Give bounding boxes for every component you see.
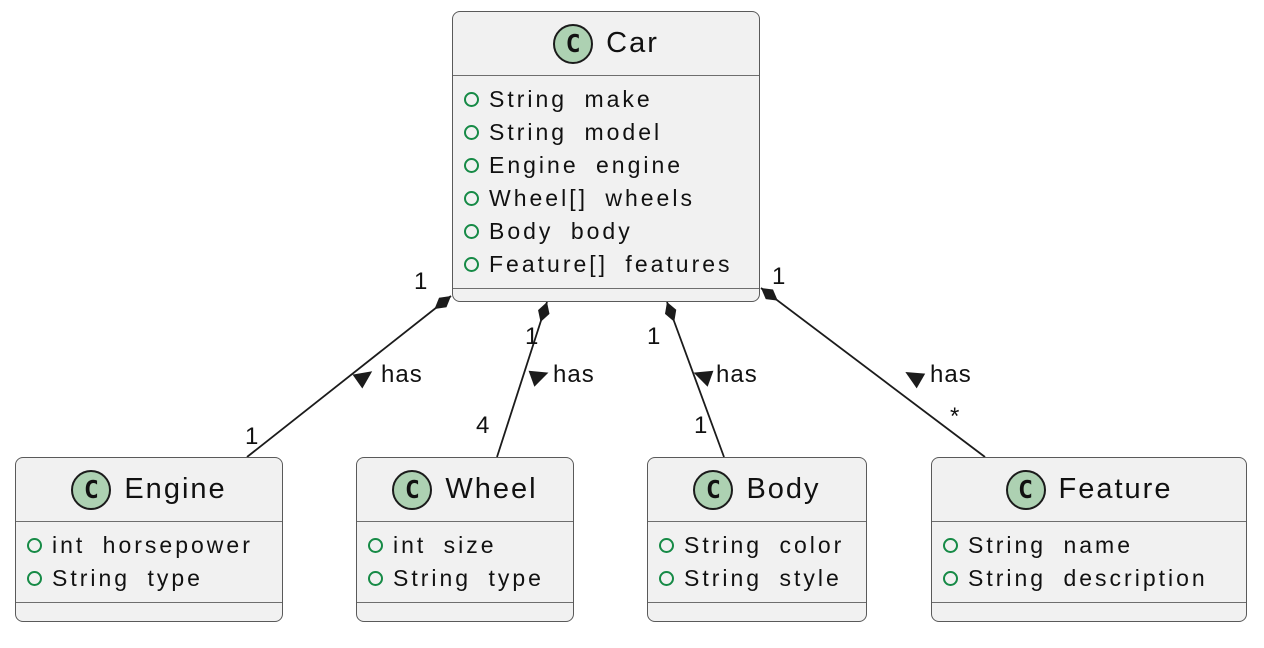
relation-line-car-wheel [496,301,548,458]
relation-line-car-engine [246,295,452,458]
attribute-row: int horsepower [16,529,282,562]
attribute-text: Wheel[] wheels [489,185,695,211]
attribute-row: Body body [453,215,759,248]
methods-compartment [357,602,573,621]
attribute-text: String type [393,565,544,591]
attribute-row: String make [453,83,759,116]
methods-compartment [648,602,866,621]
multiplicity-car-feature-source: 1 [772,263,787,290]
multiplicity-car-body-target: 1 [694,412,709,439]
field-visibility-icon [659,571,674,586]
class-stereotype-icon: C [1005,469,1046,510]
class-name: Car [606,27,659,59]
class-stereotype-icon: C [392,469,433,510]
multiplicity-car-wheel-target: 4 [476,412,491,439]
multiplicity-car-feature-target: * [950,403,961,430]
composition-diamond-icon [664,302,677,322]
field-visibility-icon [27,571,42,586]
multiplicity-car-engine-source: 1 [414,268,429,295]
class-header-feature: C Feature [932,458,1246,522]
direction-arrow-icon [693,370,714,387]
attribute-row: String name [932,529,1246,562]
relation-line-car-body [666,301,725,458]
field-visibility-icon [368,571,383,586]
attribute-text: String description [968,565,1208,591]
attribute-row: String style [648,562,866,595]
field-visibility-icon [464,92,479,107]
composition-diamond-icon [434,296,451,310]
attribute-row: String description [932,562,1246,595]
class-name: Wheel [445,473,538,505]
field-visibility-icon [659,538,674,553]
attribute-text: String name [968,532,1134,558]
attribute-text: String make [489,86,653,112]
attribute-row: String color [648,529,866,562]
field-visibility-icon [464,257,479,272]
attribute-text: String style [684,565,842,591]
relation-line-car-feature [760,287,986,458]
direction-arrow-icon [905,372,926,389]
methods-compartment [16,602,282,621]
class-stereotype-icon: C [693,469,734,510]
field-visibility-icon [368,538,383,553]
class-name: Body [746,473,821,505]
class-header-wheel: C Wheel [357,458,573,522]
field-visibility-icon [464,158,479,173]
class-name: Feature [1058,473,1173,505]
composition-diamond-icon [538,302,550,322]
field-visibility-icon [27,538,42,553]
attribute-row: String type [357,562,573,595]
attribute-text: Engine engine [489,152,684,178]
class-stereotype-icon: C [553,23,594,64]
attribute-text: int horsepower [52,532,253,558]
methods-compartment [932,602,1246,621]
composition-diamond-icon [761,288,778,301]
class-stereotype-icon: C [71,469,112,510]
relation-label-car-engine: has [381,361,423,388]
relation-label-car-body: has [716,361,758,388]
attribute-text: String type [52,565,203,591]
class-header-body: C Body [648,458,866,522]
class-header-engine: C Engine [16,458,282,522]
methods-compartment [453,288,759,301]
attribute-row: Wheel[] wheels [453,182,759,215]
attribute-row: String model [453,116,759,149]
multiplicity-car-wheel-source: 1 [525,323,540,350]
direction-arrow-icon [528,370,549,387]
attribute-text: String model [489,119,663,145]
attribute-row: Feature[] features [453,248,759,281]
attribute-row: int size [357,529,573,562]
field-visibility-icon [943,538,958,553]
attribute-text: Body body [489,218,633,244]
direction-arrow-icon [352,371,373,389]
class-name: Engine [124,473,227,505]
class-header-car: C Car [453,12,759,76]
field-visibility-icon [464,224,479,239]
field-visibility-icon [464,191,479,206]
attribute-text: int size [393,532,497,558]
relation-label-car-wheel: has [553,361,595,388]
field-visibility-icon [943,571,958,586]
attribute-text: String color [684,532,845,558]
attribute-row: String type [16,562,282,595]
attribute-text: Feature[] features [489,251,733,277]
attribute-row: Engine engine [453,149,759,182]
multiplicity-car-body-source: 1 [647,323,662,350]
field-visibility-icon [464,125,479,140]
multiplicity-car-engine-target: 1 [245,423,260,450]
relation-label-car-feature: has [930,361,972,388]
